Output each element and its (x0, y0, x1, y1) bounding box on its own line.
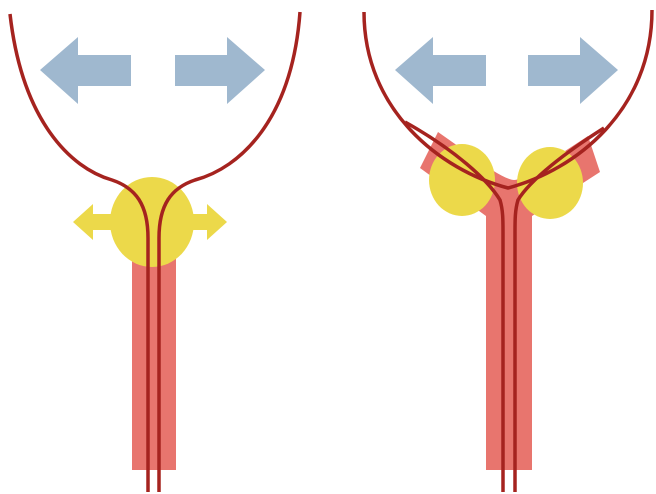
right-panel (364, 10, 652, 492)
arrow-left-icon (395, 37, 486, 104)
left-bead (110, 177, 194, 267)
left-panel (10, 12, 300, 492)
arrow-right-icon (528, 37, 618, 104)
left-column (132, 238, 176, 470)
right-strand-outer (364, 10, 652, 188)
arrow-left-icon (40, 37, 131, 104)
arrow-right-icon (175, 37, 265, 104)
